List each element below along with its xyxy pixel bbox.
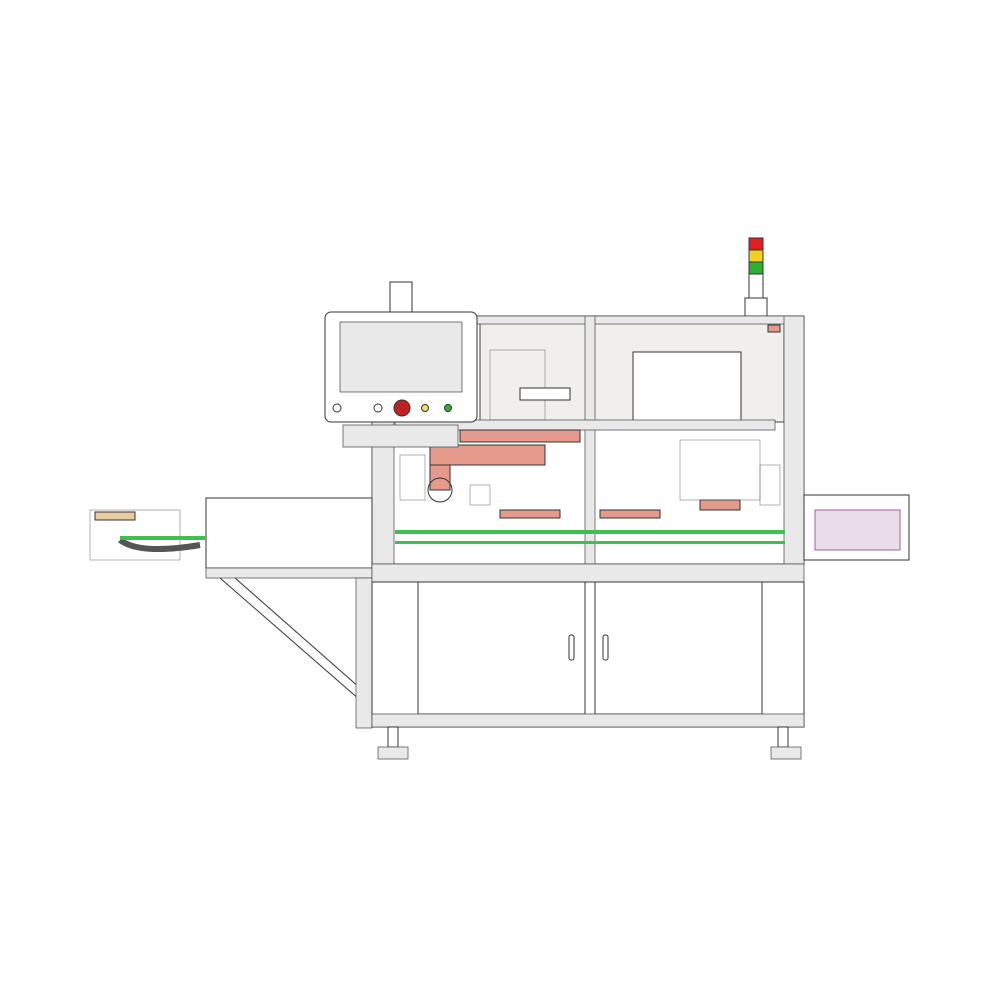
leveling-foot-icon xyxy=(377,726,802,760)
indicator-lamp-icon[interactable] xyxy=(444,404,452,412)
cabinet-door-right[interactable] xyxy=(594,581,763,715)
cabinet-door-left[interactable] xyxy=(417,581,586,715)
copper-plates xyxy=(429,429,741,519)
signal-tower-icon xyxy=(744,237,768,317)
hmi-panel xyxy=(324,281,478,448)
cabinet-handle-icon[interactable] xyxy=(568,634,575,661)
key-switch-icon[interactable] xyxy=(373,403,383,413)
outfeed-box xyxy=(803,494,910,561)
mechanisms xyxy=(399,387,781,506)
cabinet-handle-icon[interactable] xyxy=(602,634,609,661)
selector-switch-icon[interactable] xyxy=(332,403,342,413)
indicator-lamp-icon[interactable] xyxy=(421,404,429,412)
infeed-conveyor xyxy=(89,497,373,729)
emergency-stop-icon[interactable] xyxy=(393,399,411,417)
lower-cabinet xyxy=(371,563,805,728)
